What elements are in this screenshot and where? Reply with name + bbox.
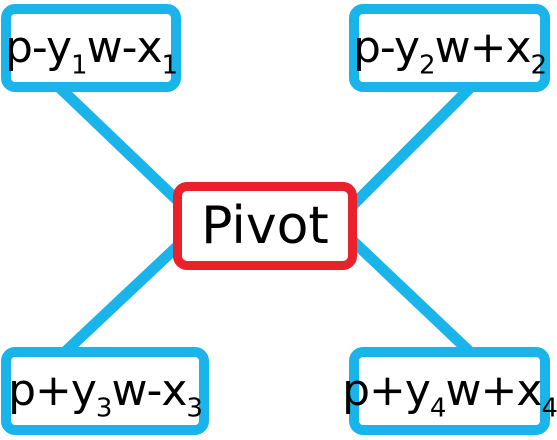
node-top-right: p-y2w+x2	[349, 4, 550, 92]
node-bottom-left-label: p+y3w-x3	[8, 365, 203, 424]
node-bottom-left: p+y3w-x3	[1, 347, 209, 435]
connector-bottom-right	[332, 221, 474, 356]
node-top-right-label: p-y2w+x2	[352, 22, 547, 81]
connector-top-right	[332, 84, 474, 226]
pivot-label: Pivot	[201, 196, 329, 256]
node-bottom-right-label: p+y4w+x4	[342, 365, 557, 424]
node-bottom-right: p+y4w+x4	[342, 347, 557, 435]
node-top-left-label: p-y1w-x1	[4, 22, 178, 81]
node-top-left: p-y1w-x1	[1, 4, 181, 92]
pivot-node: Pivot	[173, 182, 357, 270]
